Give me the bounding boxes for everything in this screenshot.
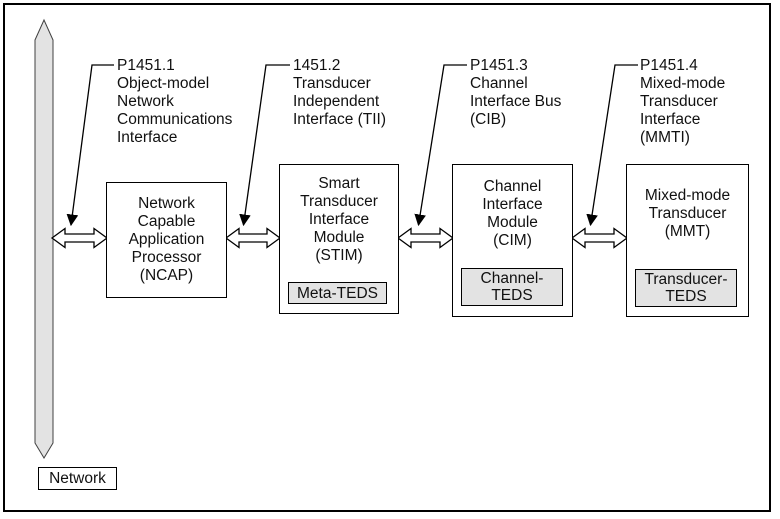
module-label-line: (NCAP): [139, 267, 194, 284]
callout-line: Transducer: [293, 75, 371, 92]
module-mmt: Mixed-mode Transducer (MMT) Transducer- …: [626, 164, 749, 317]
module-label-line: Mixed-mode: [644, 187, 731, 204]
teds-label-line: TEDS: [665, 288, 707, 305]
teds-label-line: Channel-: [480, 270, 544, 287]
module-cim: Channel Interface Module (CIM) Channel- …: [452, 164, 573, 317]
outer-border: [3, 3, 771, 512]
module-label-line: Network: [138, 195, 195, 212]
callout-label-p1451-3: P1451.3 Channel Interface Bus (CIB): [470, 57, 561, 129]
callout-line: P1451.1: [117, 57, 175, 74]
network-label: Network: [49, 469, 106, 487]
module-label-line: Transducer: [648, 205, 727, 222]
callout-arrow-icon-1451-2: [239, 64, 290, 227]
module-label-line: Application: [128, 231, 205, 248]
module-label-line: Smart: [318, 175, 360, 192]
callout-line: (MMTI): [640, 129, 690, 146]
module-label-line: Module: [313, 229, 365, 246]
callout-label-1451-2: 1451.2 Transducer Independent Interface …: [293, 57, 386, 129]
module-label-line: Module: [487, 214, 538, 231]
teds-label-line: Transducer-: [644, 271, 728, 288]
module-label-line: (CIM): [493, 232, 532, 249]
callout-line: Object-model: [117, 75, 210, 92]
callout-line: P1451.3: [470, 57, 528, 74]
callout-line: Interface: [640, 111, 701, 128]
callout-line: P1451.4: [640, 57, 698, 74]
callout-line: (CIB): [470, 111, 507, 128]
network-bus-arrow-icon: [34, 18, 54, 459]
callout-line: Interface: [117, 129, 178, 146]
teds-box-channel: Channel- TEDS: [461, 268, 563, 306]
module-label-line: Processor: [131, 249, 202, 266]
module-stim: Smart Transducer Interface Module (STIM)…: [279, 164, 399, 314]
module-label-line: Channel: [483, 178, 542, 195]
callout-line: Independent: [293, 93, 380, 110]
callout-line: Interface Bus: [470, 93, 562, 110]
network-box: Network: [38, 467, 117, 490]
bidirectional-arrow-icon-cim-mmt: [570, 227, 629, 249]
callout-arrow-icon-p1451-3: [414, 64, 467, 227]
module-label-line: (STIM): [315, 247, 363, 264]
module-label-line: Capable: [137, 213, 196, 230]
callout-arrow-icon-p1451-4: [586, 64, 638, 227]
module-label-line: Transducer: [300, 193, 378, 210]
module-ncap: Network Capable Application Processor (N…: [106, 182, 227, 298]
callout-line: Communications: [117, 111, 233, 128]
callout-line: 1451.2: [293, 57, 341, 74]
callout-line: Interface (TII): [293, 111, 387, 128]
callout-line: Network: [117, 93, 174, 110]
callout-label-p1451-1: P1451.1 Object-model Network Communicati…: [117, 57, 232, 147]
module-label-line: Interface: [308, 211, 370, 228]
callout-line: Transducer: [640, 93, 718, 110]
module-label-line: Interface: [482, 196, 543, 213]
teds-box-meta: Meta-TEDS: [288, 282, 387, 304]
callout-line: Channel: [470, 75, 528, 92]
teds-box-transducer: Transducer- TEDS: [635, 269, 737, 307]
bidirectional-arrow-icon-bus-ncap: [50, 227, 109, 249]
callout-arrow-icon-p1451-1: [66, 64, 114, 227]
bidirectional-arrow-icon-stim-cim: [396, 227, 455, 249]
teds-label-line: TEDS: [491, 287, 533, 304]
callout-line: Mixed-mode: [640, 75, 726, 92]
module-label-line: (MMT): [664, 223, 711, 240]
bidirectional-arrow-icon-ncap-stim: [224, 227, 282, 249]
teds-label-line: Meta-TEDS: [297, 284, 378, 302]
callout-label-p1451-4: P1451.4 Mixed-mode Transducer Interface …: [640, 57, 725, 147]
